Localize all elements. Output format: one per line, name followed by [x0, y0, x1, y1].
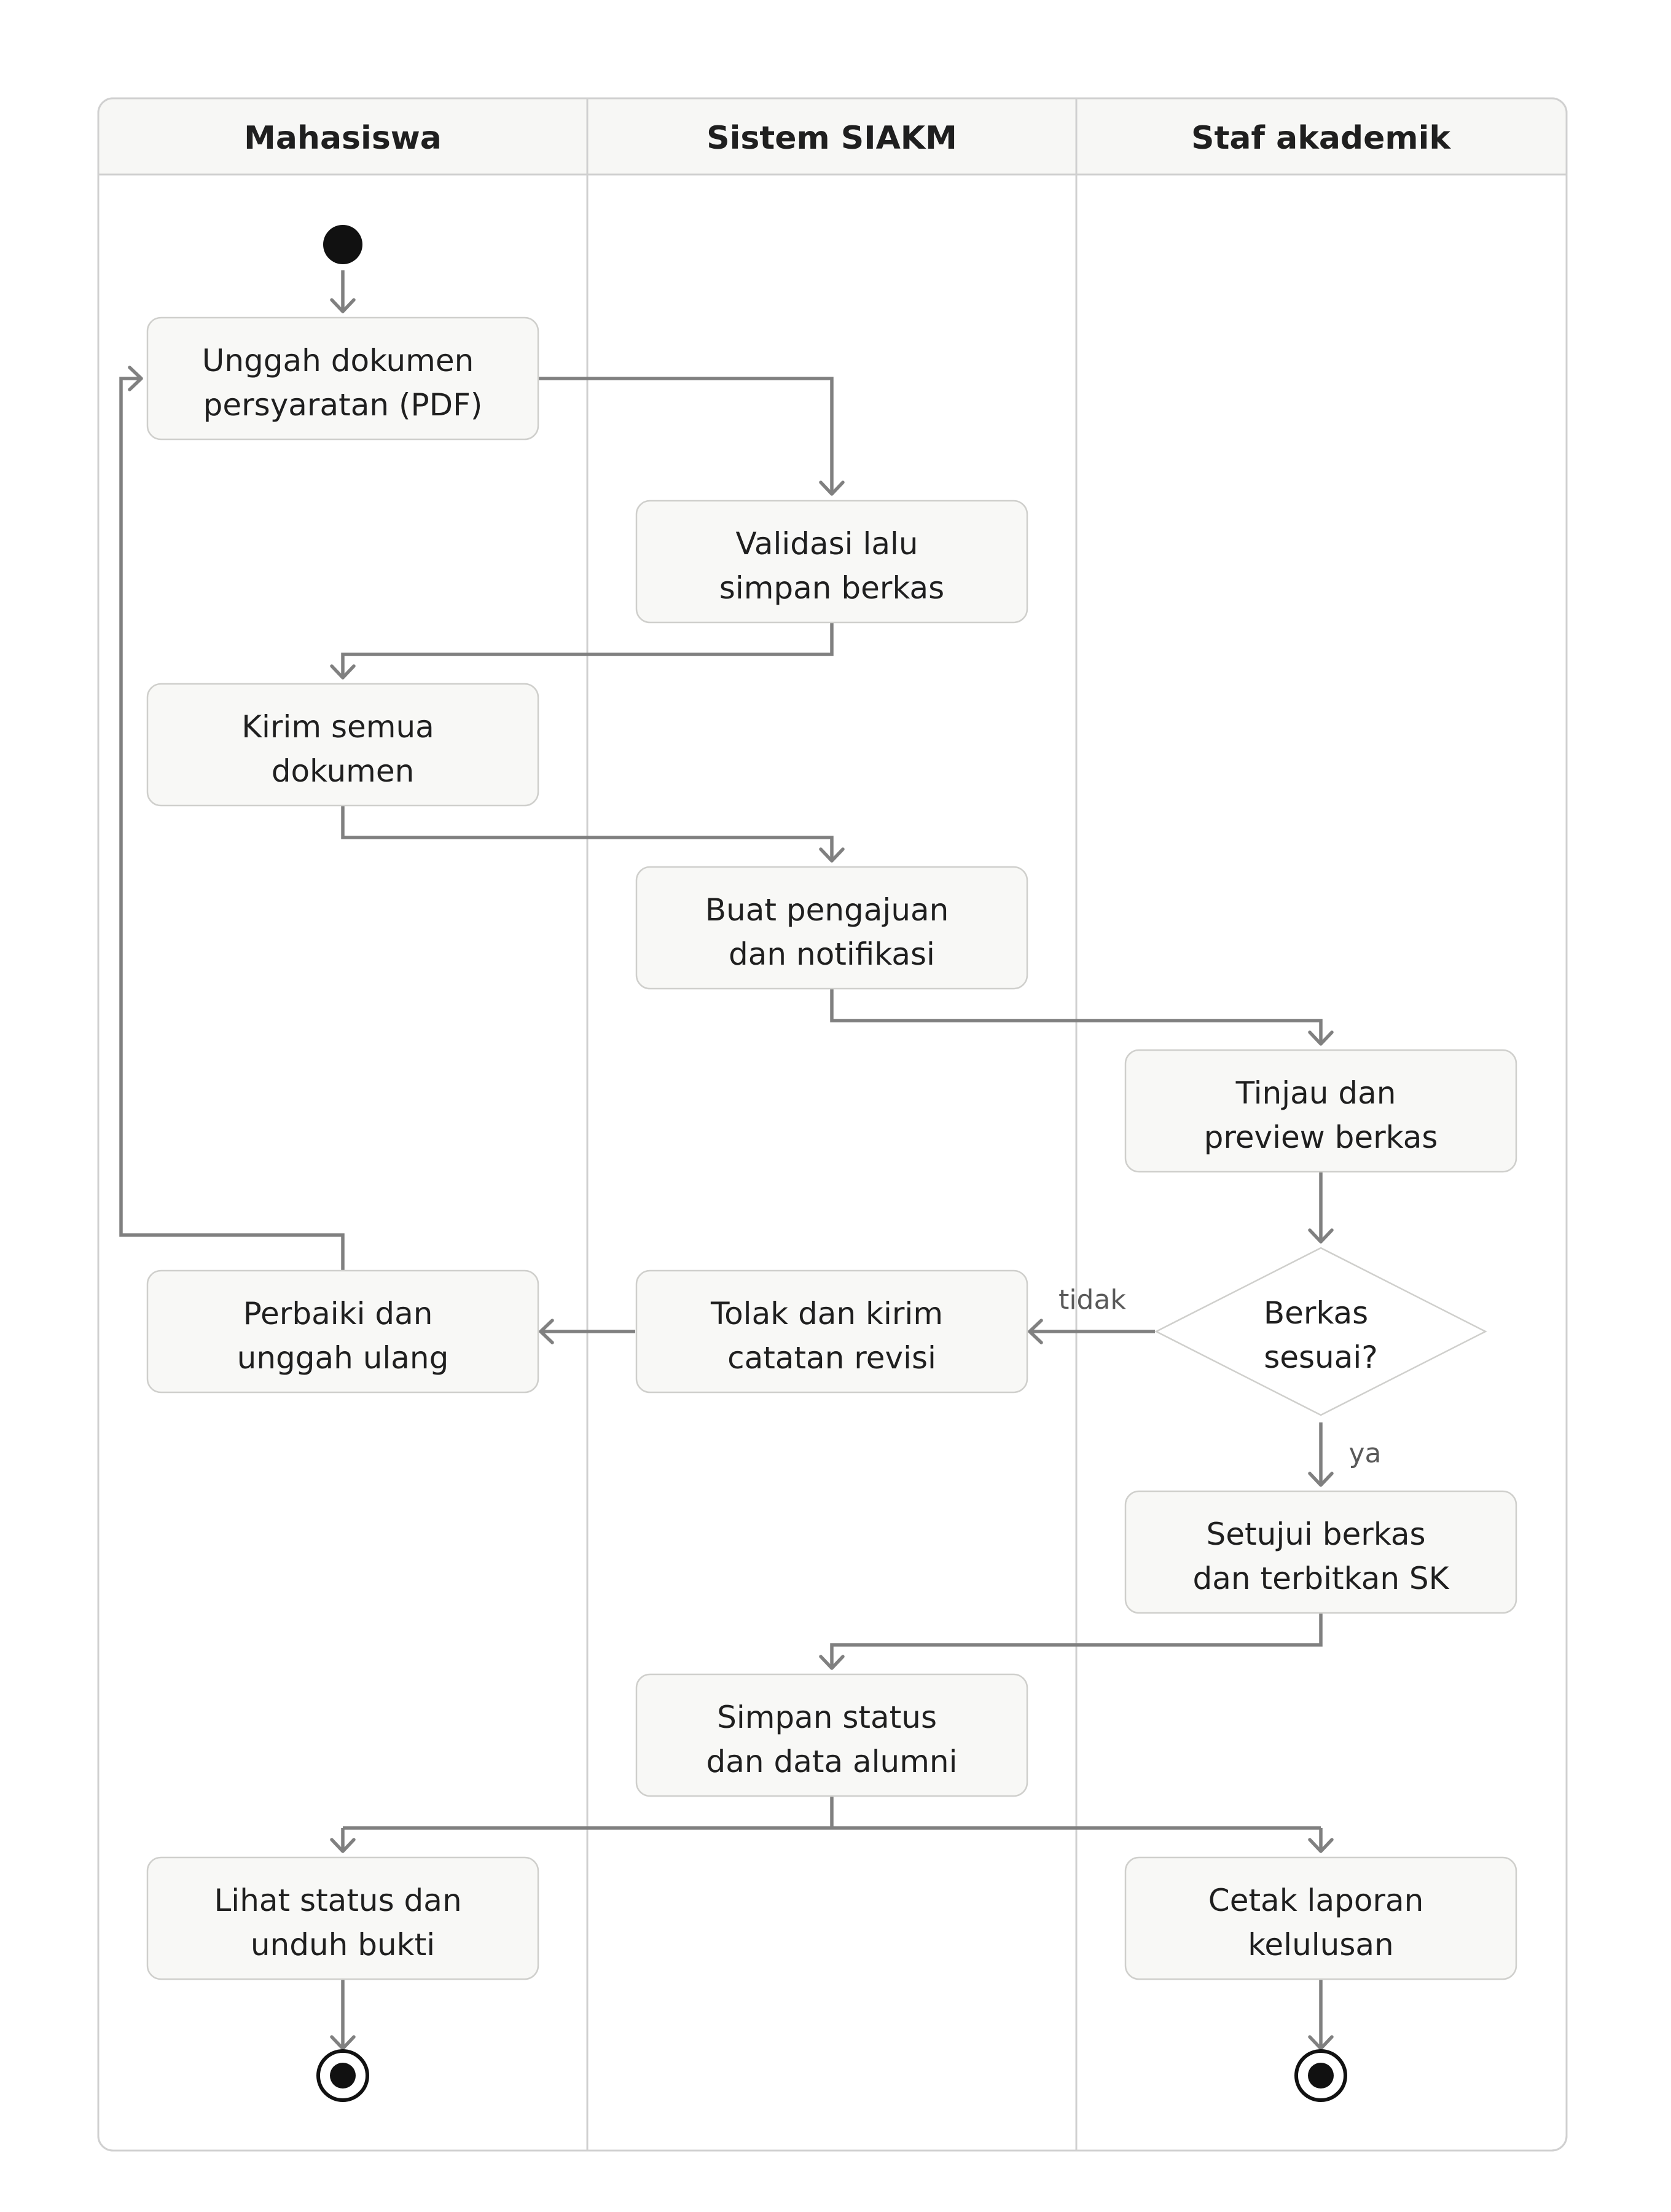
end-node-mahasiswa [316, 2049, 369, 2102]
lane-headers: Mahasiswa Sistem SIAKM Staf akademik [244, 120, 1451, 157]
edge-create-submission-to-review [830, 989, 1323, 1043]
edge-fix-to-upload-loop [119, 377, 345, 1271]
node-line: Lihat status dan [214, 1883, 461, 1918]
node-line: simpan berkas [719, 570, 944, 606]
node-line: sesuai? [1264, 1339, 1378, 1375]
edge-validate-to-send-all [341, 623, 834, 677]
svg-text:Tolak dan kirim catatan: Tolak dan kirim catatan revisi [710, 1296, 953, 1376]
arrowhead [1308, 1838, 1334, 1853]
node-line: Simpan status [717, 1700, 937, 1735]
end-node-staf-akademik [1294, 2049, 1347, 2102]
edge-send-all-to-create-submission [341, 806, 834, 860]
node-line: dan terbitkan SK [1193, 1561, 1450, 1596]
node-line: Perbaiki dan [243, 1296, 433, 1332]
node-line: dokumen [272, 753, 415, 789]
edge-label-yes: ya [1348, 1438, 1381, 1469]
svg-text:Tinjau dan preview berka: Tinjau dan preview berkas [1204, 1075, 1438, 1155]
svg-text:Setujui berkas dan terbi: Setujui berkas dan terbitkan SK [1193, 1516, 1450, 1596]
edges [119, 270, 1334, 2050]
arrowhead [539, 1319, 554, 1344]
action-node-upload: Unggah dokumen persyaratan (PDF) [146, 316, 539, 441]
action-node-print-report: Cetak laporan kelulusan [1124, 1856, 1517, 1980]
arrowhead [819, 847, 845, 863]
lane-title-staf-akademik: Staf akademik [1191, 120, 1451, 157]
action-node-review: Tinjau dan preview berkas [1124, 1049, 1517, 1173]
svg-text:Cetak laporan kelulusan: Cetak laporan kelulusan [1208, 1883, 1433, 1963]
node-line: catatan revisi [727, 1340, 936, 1376]
edge-save-status-fork [341, 1797, 1323, 1850]
start-node [323, 225, 362, 264]
arrowhead [1308, 1472, 1334, 1487]
node-line: unduh bukti [251, 1927, 435, 1963]
edge-approve-to-save-status [830, 1614, 1323, 1667]
arrowhead [819, 480, 845, 496]
node-line: preview berkas [1204, 1120, 1438, 1155]
lane-title-mahasiswa: Mahasiswa [244, 120, 442, 157]
lane-title-sistem-siakm: Sistem SIAKM [706, 120, 957, 157]
svg-text:Lihat status dan unduh b: Lihat status dan unduh bukti [214, 1883, 471, 1963]
node-line: Cetak laporan [1208, 1883, 1424, 1918]
swimlane-frame [97, 97, 1568, 2152]
node-line: Setujui berkas [1207, 1516, 1426, 1552]
action-node-view-status: Lihat status dan unduh bukti [146, 1856, 539, 1980]
action-node-save-status: Simpan status dan data alumni [635, 1673, 1028, 1797]
arrowhead [1308, 1030, 1334, 1046]
decision-node: Berkas sesuai? [1154, 1247, 1487, 1416]
svg-text:Validasi lalu simpan ber: Validasi lalu simpan berkas [719, 526, 944, 606]
arrowhead [1028, 1319, 1043, 1344]
arrowhead [1308, 1228, 1334, 1244]
action-node-approve: Setujui berkas dan terbitkan SK [1124, 1490, 1517, 1614]
arrowhead [128, 366, 143, 391]
svg-text:Kirim semua dokumen: Kirim semua dokumen [241, 709, 444, 789]
svg-text:Berkas sesuai?: Berkas sesuai? [1264, 1295, 1378, 1375]
edge-upload-to-validate [538, 377, 834, 493]
arrowhead [330, 298, 356, 313]
node-line: Tolak dan kirim [710, 1296, 943, 1332]
arrowhead [330, 664, 356, 680]
arrowhead [1308, 2035, 1334, 2050]
node-line: Tinjau dan [1235, 1075, 1396, 1111]
action-node-validate: Validasi lalu simpan berkas [635, 500, 1028, 624]
edge-label-no: tidak [1059, 1284, 1126, 1316]
arrowhead [819, 1655, 845, 1670]
node-line: dan data alumni [706, 1744, 958, 1779]
node-line: Validasi lalu [736, 526, 918, 562]
action-node-fix: Perbaiki dan unggah ulang [146, 1269, 539, 1394]
node-line: kelulusan [1248, 1927, 1393, 1963]
node-line: Kirim semua [241, 709, 434, 745]
svg-text:Buat pengajuan dan notif: Buat pengajuan dan notifikasi [705, 892, 959, 972]
node-line: Buat pengajuan [705, 892, 949, 928]
node-line: unggah ulang [237, 1340, 449, 1376]
node-line: persyaratan (PDF) [203, 387, 483, 423]
arrowhead [330, 1838, 356, 1853]
action-node-create-submission: Buat pengajuan dan notifikasi [635, 866, 1028, 990]
node-line: Unggah dokumen [202, 343, 474, 378]
svg-text:Simpan status dan data a: Simpan status dan data alumni [706, 1700, 958, 1779]
node-line: Berkas [1264, 1295, 1368, 1331]
svg-text:Perbaiki dan unggah ulan: Perbaiki dan unggah ulang [237, 1296, 449, 1376]
arrowhead [330, 2035, 356, 2050]
action-node-reject: Tolak dan kirim catatan revisi [635, 1269, 1028, 1394]
action-node-send-all: Kirim semua dokumen [146, 683, 539, 807]
node-line: dan notifikasi [729, 936, 935, 972]
svg-text:Unggah dokumen persyarat: Unggah dokumen persyaratan (PDF) [202, 343, 483, 423]
